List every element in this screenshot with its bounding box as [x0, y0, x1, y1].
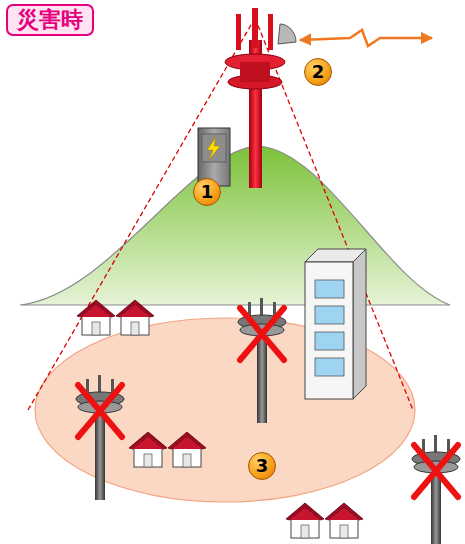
callout-label: 3 — [256, 457, 269, 475]
disabled-tower — [238, 298, 286, 423]
callout-number: 3 — [248, 452, 276, 480]
house — [77, 300, 115, 335]
callout-number: 1 — [193, 178, 221, 206]
hill — [20, 146, 450, 305]
disabled-tower — [412, 435, 460, 544]
equipment-box — [198, 128, 230, 186]
building — [305, 249, 366, 399]
title-tag: 災害時 — [6, 4, 94, 36]
callout-label: 1 — [201, 183, 214, 201]
callout-number: 2 — [304, 58, 332, 86]
house — [129, 432, 167, 467]
house — [325, 503, 363, 538]
node-label: 災害時 — [17, 7, 83, 33]
house — [286, 503, 324, 538]
main-tower — [225, 8, 296, 188]
disabled-tower — [76, 375, 124, 500]
house — [168, 432, 206, 467]
house — [116, 300, 154, 335]
coverage-line — [28, 18, 255, 410]
callout-label: 2 — [312, 63, 325, 81]
wireless-link — [300, 30, 432, 46]
